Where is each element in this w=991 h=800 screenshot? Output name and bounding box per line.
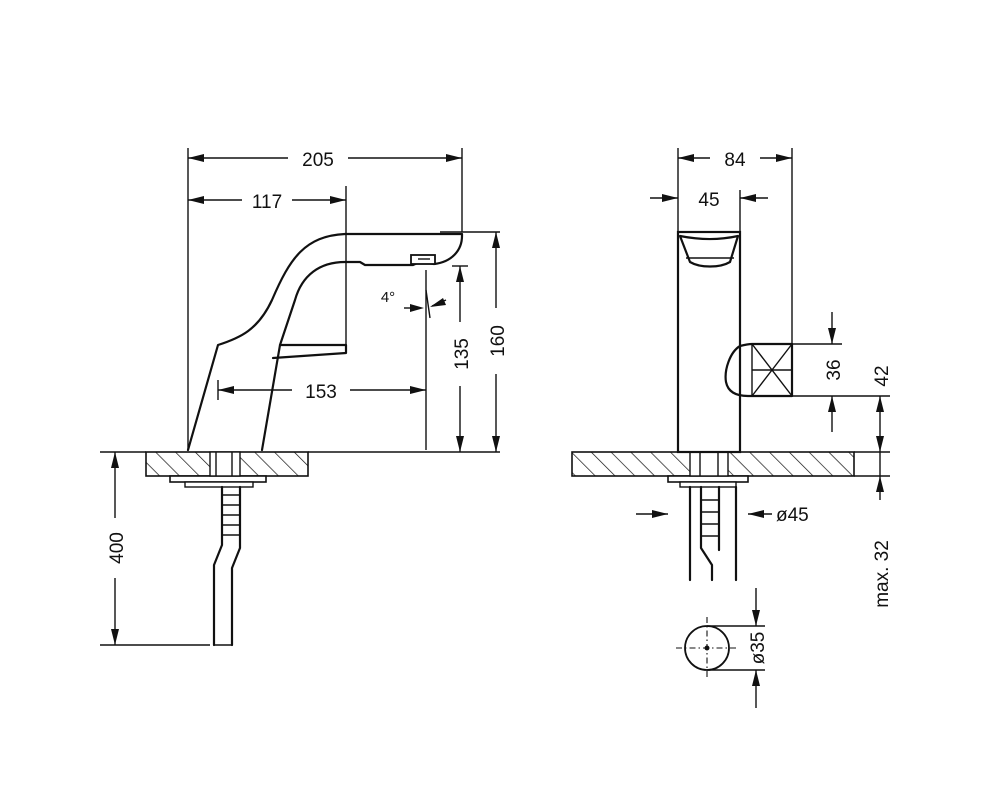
dimension-angle: 4° [381, 289, 447, 319]
dim-84-label: 84 [724, 150, 746, 171]
dim-45-label: 45 [698, 190, 719, 211]
dim-160-label: 160 [488, 325, 509, 357]
dimension-84: 84 [678, 150, 792, 171]
dimension-dia45: ø45 [636, 505, 809, 526]
dimension-135: 135 [452, 266, 473, 452]
side-view: 205 117 153 135 [100, 148, 509, 647]
front-view: 84 45 36 42 max. 3 [571, 148, 893, 708]
dim-400-label: 400 [107, 532, 128, 564]
dim-dia45-label: ø45 [776, 505, 809, 526]
faucet-body-outline [186, 232, 464, 452]
dim-36-label: 36 [824, 359, 845, 380]
mount-flange-left [169, 475, 267, 483]
dim-max32-label: max. 32 [872, 540, 893, 608]
angle-label: 4° [381, 289, 395, 306]
dim-205-label: 205 [302, 150, 334, 171]
dimension-400: 400 [107, 452, 128, 645]
dimension-max32: max. 32 [872, 452, 893, 608]
hole-detail: ø35 [676, 588, 769, 708]
dimension-117: 117 [188, 192, 346, 213]
faucet-lever [271, 343, 348, 360]
dim-42-label: 42 [872, 365, 893, 386]
dim-dia35-label: ø35 [748, 632, 769, 665]
dimension-205: 205 [188, 150, 462, 171]
dim-117-label: 117 [252, 192, 282, 213]
dimension-153: 153 [218, 382, 426, 403]
dimension-42: 42 [872, 365, 893, 452]
dimension-45: 45 [650, 190, 768, 211]
dimension-160: 160 [488, 232, 509, 452]
dim-135-label: 135 [452, 338, 473, 370]
faucet-body-front [676, 230, 742, 454]
faucet-lever-front [724, 342, 794, 398]
supply-rod-left [212, 485, 224, 647]
dimension-36: 36 [824, 312, 845, 432]
dim-153-label: 153 [305, 382, 337, 403]
